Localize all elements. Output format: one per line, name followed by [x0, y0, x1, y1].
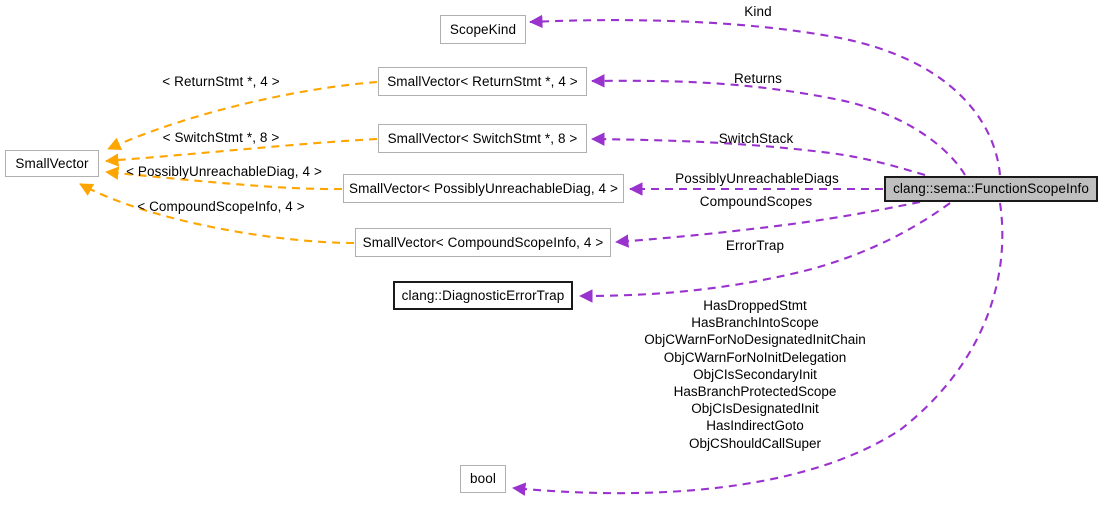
node-small-vector-return-stmt[interactable]: SmallVector< ReturnStmt *, 4 > [378, 67, 587, 96]
bool-field-name: ObjCIsSecondaryInit [693, 366, 817, 382]
bool-field-name: ObjCIsDesignatedInit [691, 401, 819, 417]
node-label: SmallVector< SwitchStmt *, 8 > [387, 130, 578, 146]
node-label: bool [470, 471, 496, 487]
edge-label-template-switch-stmt: < SwitchStmt *, 8 > [162, 130, 280, 145]
edge-label-kind: Kind [744, 4, 772, 19]
node-clang-sema-function-scope-info[interactable]: clang::sema::FunctionScopeInfo [884, 176, 1098, 202]
edge-label-returns: Returns [734, 71, 782, 86]
usage-edge-errortrap [579, 202, 951, 303]
edge-label-compound-scopes: CompoundScopes [699, 194, 813, 209]
usage-edge-returns [591, 74, 966, 176]
node-label: ScopeKind [449, 21, 517, 37]
node-bool[interactable]: bool [460, 465, 506, 493]
node-small-vector[interactable]: SmallVector [5, 150, 99, 177]
node-clang-diagnostic-error-trap[interactable]: clang::DiagnosticErrorTrap [393, 281, 573, 310]
node-small-vector-compound-scope-info[interactable]: SmallVector< CompoundScopeInfo, 4 > [355, 228, 611, 257]
edge-label-possibly-unreachable-diags: PossiblyUnreachableDiags [675, 171, 839, 186]
node-small-vector-possibly-unreachable-diag[interactable]: SmallVector< PossiblyUnreachableDiag, 4 … [343, 174, 624, 203]
node-label: SmallVector< ReturnStmt *, 4 > [387, 73, 578, 89]
edge-label-switch-stack: SwitchStack [718, 131, 794, 146]
usage-edge-kind [529, 14, 1002, 176]
bool-field-name: ObjCWarnForNoInitDelegation [663, 349, 847, 365]
node-label: SmallVector< PossiblyUnreachableDiag, 4 … [349, 180, 618, 196]
template-edge-returnstmt [107, 80, 378, 150]
node-label: SmallVector [15, 155, 89, 171]
usage-edge-group [512, 14, 1004, 496]
edge-label-template-compound-scope-info: < CompoundScopeInfo, 4 > [137, 199, 305, 214]
usage-edge-switchstack [591, 132, 926, 177]
node-label: clang::sema::FunctionScopeInfo [893, 181, 1089, 197]
template-edge-compoundscope [79, 183, 355, 245]
bool-field-name: ObjCShouldCallSuper [688, 435, 822, 451]
bool-field-name: HasIndirectGoto [706, 418, 804, 434]
edge-label-template-return-stmt: < ReturnStmt *, 4 > [162, 74, 280, 89]
edge-label-error-trap: ErrorTrap [725, 238, 785, 253]
node-label: SmallVector< CompoundScopeInfo, 4 > [362, 234, 604, 250]
node-scope-kind[interactable]: ScopeKind [440, 15, 526, 44]
template-edge-group [79, 80, 378, 245]
template-edge-switchstmt [105, 137, 378, 167]
bool-field-name: ObjCWarnForNoDesignatedInitChain [644, 332, 866, 348]
bool-field-name: HasBranchProtectedScope [673, 384, 837, 400]
node-small-vector-switch-stmt[interactable]: SmallVector< SwitchStmt *, 8 > [378, 124, 587, 153]
edge-label-template-possibly-unreachable-diag: < PossiblyUnreachableDiag, 4 > [126, 164, 322, 179]
bool-field-name: HasDroppedStmt [703, 298, 807, 313]
bool-field-name: HasBranchIntoScope [691, 315, 819, 331]
node-label: clang::DiagnosticErrorTrap [401, 287, 565, 303]
